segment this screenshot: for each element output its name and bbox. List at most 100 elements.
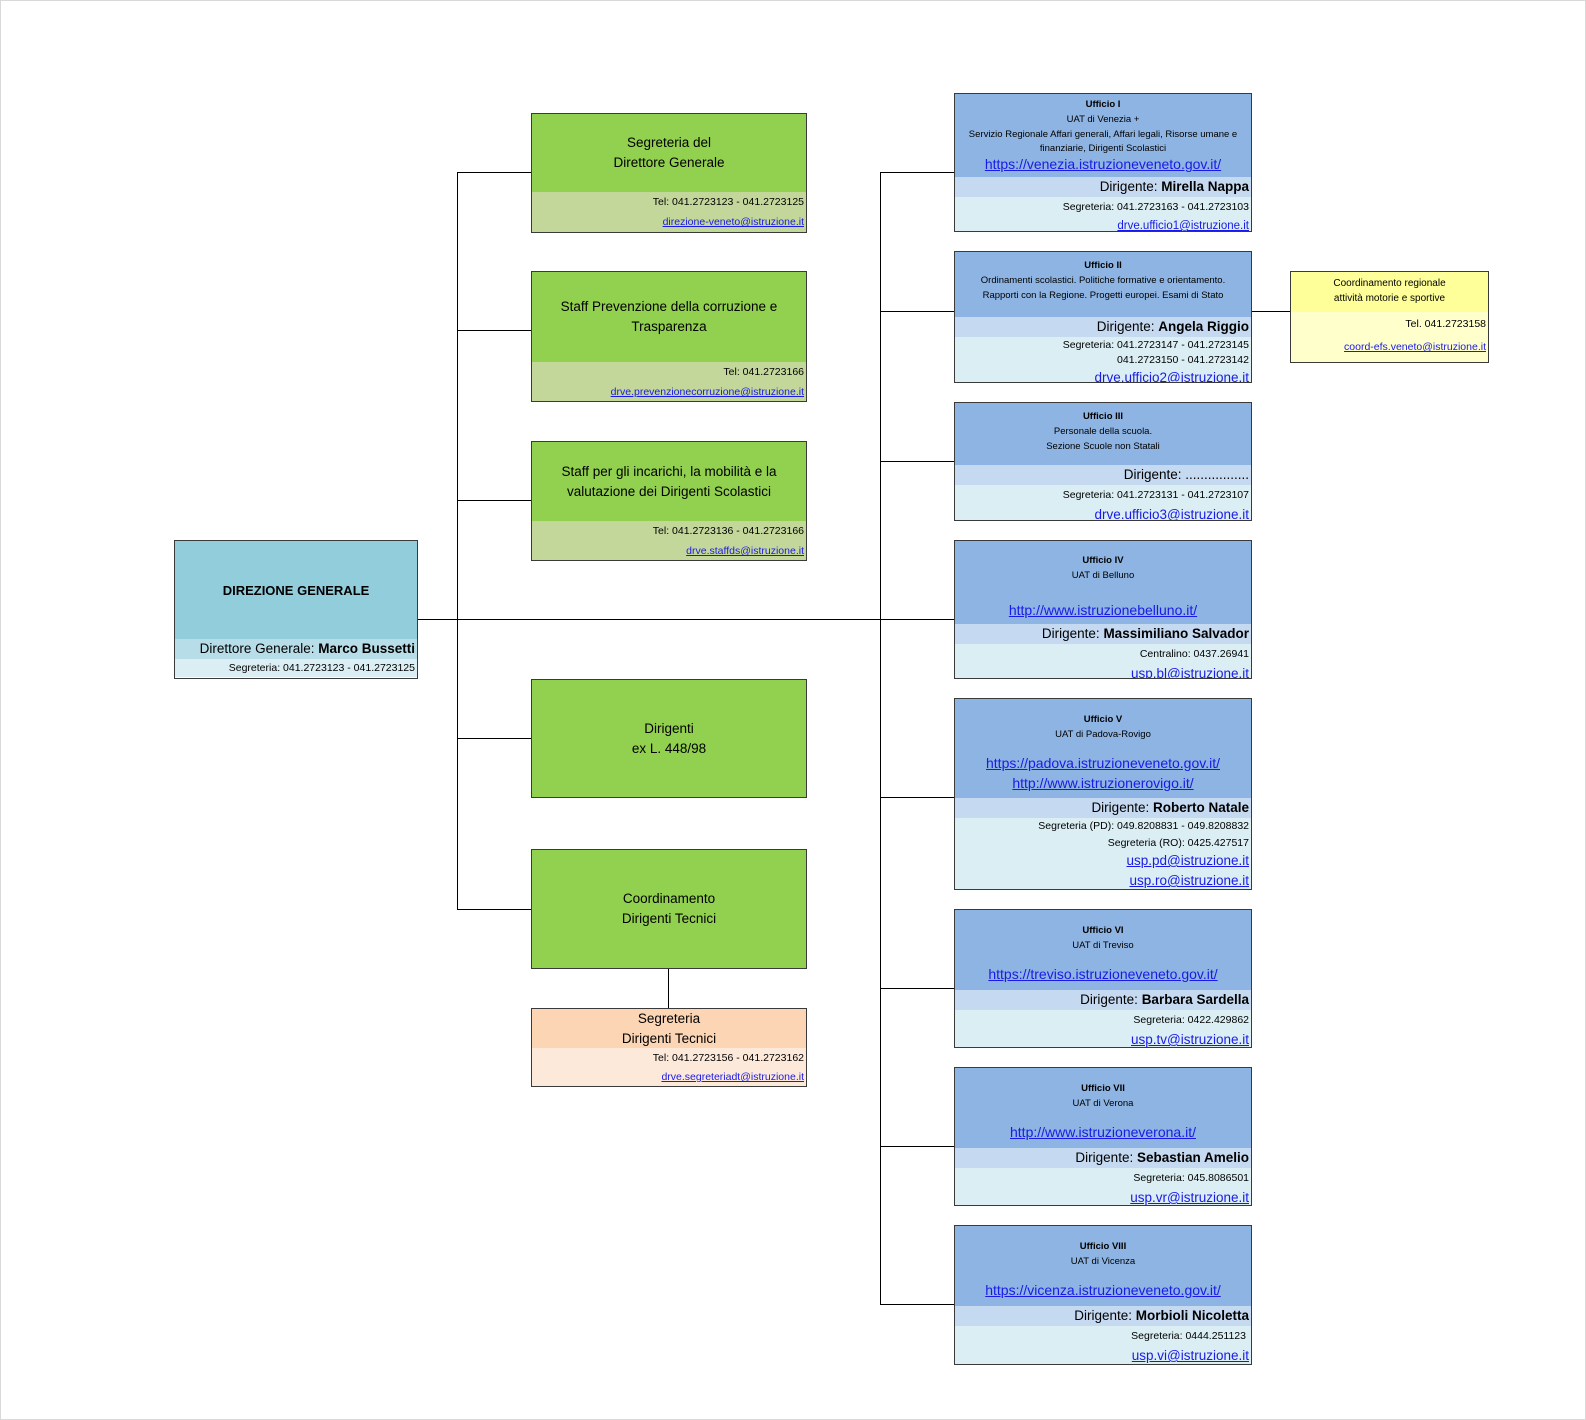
ufficio-1-contacts: Segreteria: 041.2723163 - 041.2723103 dr… <box>955 197 1251 232</box>
segreteria-dg-email[interactable]: direzione-veneto@istruzione.it <box>662 216 804 228</box>
ufficio-2-desc-1: Ordinamenti scolastici. Politiche format… <box>980 274 1226 286</box>
ufficio-3-title: Ufficio III <box>1082 411 1124 422</box>
connector-main-horizontal <box>418 619 955 620</box>
ufficio-2-header: Ufficio II Ordinamenti scolastici. Polit… <box>955 252 1251 317</box>
ufficio-8-box: Ufficio VIII UAT di Vicenza https://vice… <box>954 1225 1252 1365</box>
direzione-generale-title: DIREZIONE GENERALE <box>175 541 417 639</box>
ufficio-1-title: Ufficio I <box>1085 99 1121 110</box>
segreteria-tecnici-line1: Segreteria <box>637 1011 701 1026</box>
segreteria-tecnici-box: Segreteria Dirigenti Tecnici Tel: 041.27… <box>531 1008 807 1087</box>
ufficio-8-header: Ufficio VIII UAT di Vicenza https://vice… <box>955 1226 1251 1306</box>
segreteria-dg-title: Segreteria del Direttore Generale <box>532 114 806 192</box>
ufficio-8-title: Ufficio VIII <box>1079 1241 1127 1252</box>
ufficio-5-contacts: Segreteria (PD): 049.8208831 - 049.82088… <box>955 818 1251 889</box>
segreteria-dg-tel: Tel: 041.2723123 - 041.2723125 <box>652 196 804 208</box>
ufficio-1-desc-1: UAT di Venezia + <box>1066 113 1140 125</box>
ufficio-5-url[interactable]: https://padova.istruzioneveneto.gov.it/ <box>986 754 1220 771</box>
ufficio-1-email[interactable]: drve.ufficio1@istruzione.it <box>1117 220 1249 232</box>
ufficio-1-desc-2: Servizio Regionale Affari generali, Affa… <box>968 128 1238 140</box>
ufficio-3-phone: Segreteria: 041.2723131 - 041.2723107 <box>1062 489 1249 501</box>
ufficio-4-dirigente-name: Massimiliano Salvador <box>1103 626 1249 641</box>
ufficio-8-url[interactable]: https://vicenza.istruzioneveneto.gov.it/ <box>985 1281 1221 1298</box>
ufficio-3-email[interactable]: drve.ufficio3@istruzione.it <box>1094 507 1249 521</box>
ufficio-6-dirigente-name: Barbara Sardella <box>1141 992 1249 1007</box>
staff-prevenzione-email[interactable]: drve.prevenzionecorruzione@istruzione.it <box>610 386 804 398</box>
ufficio-1-url[interactable]: https://venezia.istruzioneveneto.gov.it/ <box>984 156 1222 173</box>
segreteria-tecnici-email[interactable]: drve.segreteriadt@istruzione.it <box>661 1071 804 1083</box>
coord-tecnici-line2: Dirigenti Tecnici <box>621 911 717 926</box>
ufficio-2-phone: Segreteria: 041.2723147 - 041.2723145 <box>1062 339 1249 351</box>
ufficio-3-dirigente: Dirigente: ................. <box>955 465 1251 485</box>
staff-prevenzione-tel: Tel: 041.2723166 <box>723 366 804 378</box>
ufficio-5-phone: Segreteria (PD): 049.8208831 - 049.82088… <box>1038 820 1249 832</box>
dirigenti-448-title: Dirigenti ex L. 448/98 <box>532 680 806 797</box>
ufficio-5-email[interactable]: usp.pd@istruzione.it <box>1126 853 1249 868</box>
segreteria-dg-box: Segreteria del Direttore Generale Tel: 0… <box>531 113 807 233</box>
ufficio-5-dirigente-row: Dirigente: Roberto Natale <box>955 798 1251 818</box>
ufficio-4-email[interactable]: usp.bl@istruzione.it <box>1130 666 1249 679</box>
ufficio-6-box: Ufficio VI UAT di Treviso https://trevis… <box>954 909 1252 1048</box>
staff-prevenzione-line1: Staff Prevenzione della corruzione e <box>560 299 778 314</box>
dirigenti-448-line1: Dirigenti <box>644 720 694 736</box>
ufficio-7-box: Ufficio VII UAT di Verona http://www.ist… <box>954 1067 1252 1206</box>
ufficio-1-dirigente-row: Dirigente: Mirella Nappa <box>955 177 1251 197</box>
ufficio-8-email[interactable]: usp.vi@istruzione.it <box>1131 1348 1249 1363</box>
connector-right-branch-1 <box>880 172 955 173</box>
ufficio-2-contacts: Segreteria: 041.2723147 - 041.2723145 04… <box>955 337 1251 383</box>
staff-prevenzione-title: Staff Prevenzione della corruzione e Tra… <box>532 272 806 362</box>
ufficio-4-desc-1: UAT di Belluno <box>1071 569 1135 581</box>
coord-motorie-tel: Tel. 041.2723158 <box>1405 318 1486 330</box>
ufficio-3-contacts: Segreteria: 041.2723131 - 041.2723107 dr… <box>955 485 1251 521</box>
ufficio-2-title: Ufficio II <box>1084 260 1122 271</box>
coord-tecnici-box: Coordinamento Dirigenti Tecnici <box>531 849 807 969</box>
ufficio-2-dirigente-name: Angela Riggio <box>1158 319 1249 334</box>
ufficio-5-email-2[interactable]: usp.ro@istruzione.it <box>1129 873 1249 888</box>
ufficio-1-desc-3: finanziarie, Dirigenti Scolastici <box>1039 143 1167 155</box>
segreteria-tecnici-line2: Dirigenti Tecnici <box>621 1030 717 1046</box>
staff-incarichi-email[interactable]: drve.staffds@istruzione.it <box>686 545 804 557</box>
ufficio-6-dirigente-label: Dirigente: <box>1080 992 1142 1007</box>
connector-left-branch-1 <box>457 172 532 173</box>
ufficio-5-url-2[interactable]: http://www.istruzionerovigo.it/ <box>1012 775 1194 792</box>
staff-incarichi-line1: Staff per gli incarichi, la mobilità e l… <box>561 463 777 479</box>
connector-left-branch-5 <box>457 909 532 910</box>
connector-right-branch-2 <box>880 311 955 312</box>
connector-left-branch-4 <box>457 738 532 739</box>
ufficio-2-dirigente-row: Dirigente: Angela Riggio <box>955 317 1251 337</box>
ufficio-3-desc-2: Sezione Scuole non Statali <box>1046 440 1160 452</box>
connector-left-vertical <box>457 172 458 910</box>
ufficio-7-url[interactable]: http://www.istruzioneverona.it/ <box>1010 1123 1196 1140</box>
ufficio-4-contacts: Centralino: 0437.26941 usp.bl@istruzione… <box>955 644 1251 679</box>
dirigenti-448-box: Dirigenti ex L. 448/98 <box>531 679 807 798</box>
ufficio-5-desc-1: UAT di Padova-Rovigo <box>1055 728 1151 740</box>
ufficio-8-dirigente-row: Dirigente: Morbioli Nicoletta <box>955 1306 1251 1326</box>
ufficio-2-email[interactable]: drve.ufficio2@istruzione.it <box>1094 370 1249 383</box>
ufficio-6-header: Ufficio VI UAT di Treviso https://trevis… <box>955 910 1251 990</box>
ufficio-7-email[interactable]: usp.vr@istruzione.it <box>1130 1190 1249 1205</box>
coord-motorie-title: Coordinamento regionale attività motorie… <box>1291 272 1488 312</box>
staff-incarichi-line2: valutazione dei Dirigenti Scolastici <box>566 483 772 499</box>
segreteria-tecnici-title: Segreteria Dirigenti Tecnici <box>532 1009 806 1048</box>
coord-motorie-email[interactable]: coord-efs.veneto@istruzione.it <box>1344 341 1486 353</box>
ufficio-3-header: Ufficio III Personale della scuola. Sezi… <box>955 403 1251 465</box>
ufficio-6-url[interactable]: https://treviso.istruzioneveneto.gov.it/ <box>988 965 1218 982</box>
segreteria-dg-contacts: Tel: 041.2723123 - 041.2723125 direzione… <box>532 192 806 232</box>
ufficio-8-phone: Segreteria: 0444.251123 <box>1131 1330 1246 1342</box>
ufficio-7-phone: Segreteria: 045.8086501 <box>1133 1172 1249 1184</box>
direttore-generale-row: Direttore Generale: Marco Bussetti <box>175 639 417 659</box>
ufficio-2-box: Ufficio II Ordinamenti scolastici. Polit… <box>954 251 1252 383</box>
ufficio-3-desc-1: Personale della scuola. <box>1053 425 1153 437</box>
ufficio-4-title: Ufficio IV <box>1082 555 1124 566</box>
ufficio-7-title: Ufficio VII <box>1081 1083 1125 1094</box>
dirigenti-448-line2: ex L. 448/98 <box>631 740 707 756</box>
ufficio-6-email[interactable]: usp.tv@istruzione.it <box>1131 1032 1249 1047</box>
coord-motorie-box: Coordinamento regionale attività motorie… <box>1290 271 1489 363</box>
staff-incarichi-box: Staff per gli incarichi, la mobilità e l… <box>531 441 807 561</box>
ufficio-6-dirigente-row: Dirigente: Barbara Sardella <box>955 990 1251 1010</box>
ufficio-2-phone-2: 041.2723150 - 041.2723142 <box>1117 354 1249 366</box>
coord-tecnici-line1: Coordinamento <box>622 891 716 906</box>
ufficio-4-url[interactable]: http://www.istruzionebelluno.it/ <box>1008 601 1198 618</box>
ufficio-5-dirigente-label: Dirigente: <box>1091 800 1153 815</box>
staff-incarichi-title: Staff per gli incarichi, la mobilità e l… <box>532 442 806 521</box>
ufficio-8-dirigente-label: Dirigente: <box>1074 1308 1136 1323</box>
